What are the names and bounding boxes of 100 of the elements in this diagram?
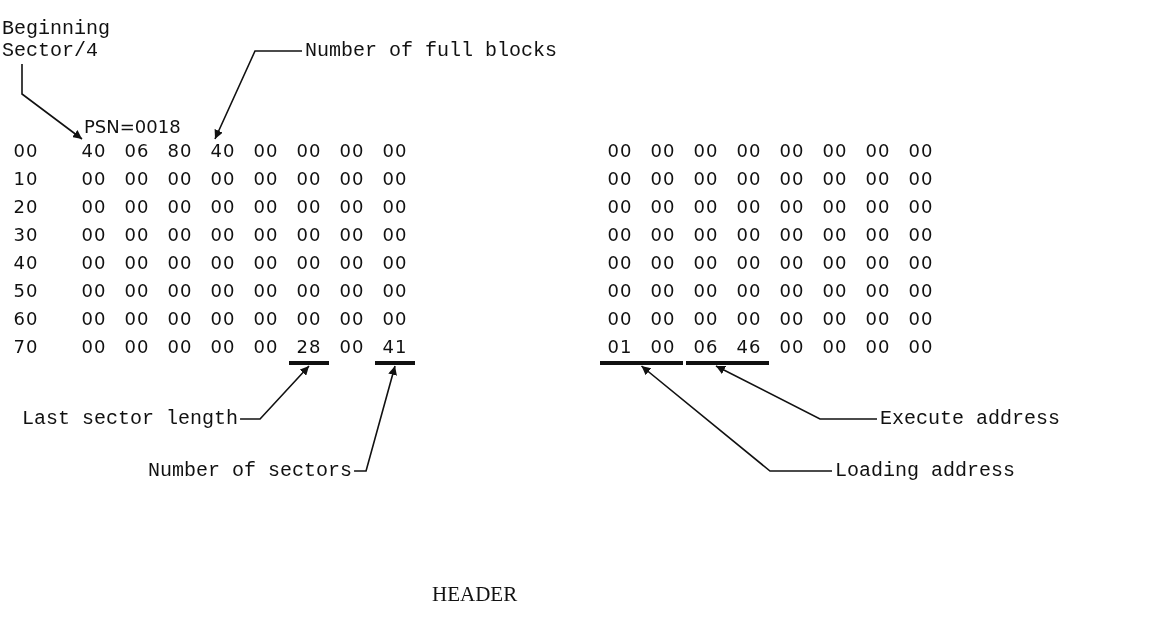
hex-byte: 00 (692, 280, 720, 302)
hex-byte: 00 (209, 252, 237, 274)
hex-byte: 00 (907, 252, 935, 274)
leader-line (214, 50, 303, 140)
hex-byte: 00 (864, 280, 892, 302)
hex-byte: 40 (78, 140, 110, 162)
hex-byte: 00 (778, 280, 806, 302)
hex-byte: 80 (166, 140, 194, 162)
underline-bar (600, 361, 683, 365)
hex-byte: 00 (821, 336, 849, 358)
hex-byte: 06 (692, 336, 720, 358)
hex-byte: 28 (295, 336, 323, 358)
hex-byte: 46 (735, 336, 763, 358)
hex-byte: 00 (295, 196, 323, 218)
hex-byte: 00 (209, 168, 237, 190)
annotation-text: Last sector length (22, 408, 239, 430)
hex-byte: 00 (649, 252, 677, 274)
hex-byte: 00 (338, 196, 366, 218)
hex-byte: 00 (692, 168, 720, 190)
hex-byte: 00 (252, 308, 280, 330)
underline-bar (375, 361, 415, 365)
hex-byte: 00 (907, 308, 935, 330)
hex-byte: 00 (649, 140, 677, 162)
leader-line (715, 365, 878, 420)
hex-byte: 00 (649, 336, 677, 358)
hex-byte: 06 (123, 140, 151, 162)
hex-byte: 00 (338, 280, 366, 302)
hex-byte: 00 (252, 336, 280, 358)
hex-byte: 00 (295, 308, 323, 330)
hex-byte: 00 (864, 168, 892, 190)
hex-byte: 00 (166, 196, 194, 218)
hex-byte: 00 (649, 280, 677, 302)
hex-byte: 00 (123, 336, 151, 358)
section-heading: HEADER (432, 583, 518, 605)
hex-byte: 00 (295, 140, 323, 162)
hex-byte: 00 (735, 280, 763, 302)
row-address: 60 (12, 308, 40, 330)
hex-byte: 00 (252, 280, 280, 302)
hex-byte: 00 (166, 168, 194, 190)
hex-byte: 00 (209, 196, 237, 218)
hex-byte: 00 (821, 308, 849, 330)
hex-byte: 00 (649, 308, 677, 330)
leader-line (239, 365, 310, 420)
row-address: 20 (12, 196, 40, 218)
hex-byte: 00 (864, 140, 892, 162)
hex-byte: 00 (735, 252, 763, 274)
hex-byte: 00 (123, 252, 151, 274)
row-address: 00 (12, 140, 40, 162)
hex-byte: 00 (606, 280, 634, 302)
hex-byte: 00 (209, 280, 237, 302)
hex-byte: 00 (123, 308, 151, 330)
hex-byte: 00 (778, 252, 806, 274)
annotation-text: Number of sectors (148, 460, 353, 482)
hex-byte: 40 (207, 140, 239, 162)
hex-byte: 00 (907, 196, 935, 218)
hex-byte: 00 (778, 336, 806, 358)
hex-byte: 00 (123, 196, 151, 218)
hex-byte: 00 (649, 168, 677, 190)
hex-byte: 00 (692, 196, 720, 218)
hex-byte: 00 (252, 168, 280, 190)
hex-byte: 00 (907, 280, 935, 302)
hex-byte: 00 (692, 252, 720, 274)
hex-byte: 00 (381, 252, 409, 274)
hex-byte: 00 (692, 140, 720, 162)
hex-byte: 00 (338, 224, 366, 246)
hex-byte: 00 (295, 168, 323, 190)
hex-byte: 00 (907, 336, 935, 358)
hex-byte: 00 (295, 224, 323, 246)
row-address: 50 (12, 280, 40, 302)
hex-byte: 00 (381, 168, 409, 190)
sector-label: PSN=0018 (84, 116, 181, 138)
hex-byte: 00 (80, 196, 108, 218)
hex-byte: 00 (606, 140, 634, 162)
leader-line (640, 365, 833, 472)
hex-byte: 00 (692, 308, 720, 330)
hex-byte: 41 (381, 336, 409, 358)
hex-byte: 00 (295, 280, 323, 302)
hex-byte: 00 (778, 168, 806, 190)
hex-byte: 00 (166, 224, 194, 246)
hex-byte: 00 (907, 140, 935, 162)
hex-byte: 01 (606, 336, 634, 358)
hex-byte: 00 (338, 168, 366, 190)
annotation-text: Loading address (835, 460, 1016, 482)
hex-byte: 00 (252, 196, 280, 218)
hex-byte: 00 (821, 252, 849, 274)
hex-byte: 00 (338, 336, 366, 358)
hex-byte: 00 (381, 224, 409, 246)
hex-byte: 00 (166, 336, 194, 358)
hex-byte: 00 (864, 308, 892, 330)
hex-byte: 00 (692, 224, 720, 246)
hex-byte: 00 (864, 224, 892, 246)
hex-byte: 00 (381, 140, 409, 162)
hex-byte: 00 (606, 252, 634, 274)
hex-byte: 00 (864, 336, 892, 358)
hex-byte: 00 (252, 140, 280, 162)
hex-byte: 00 (80, 168, 108, 190)
row-address: 70 (12, 336, 40, 358)
hex-byte: 00 (606, 308, 634, 330)
hex-byte: 00 (606, 168, 634, 190)
hex-byte: 00 (209, 224, 237, 246)
